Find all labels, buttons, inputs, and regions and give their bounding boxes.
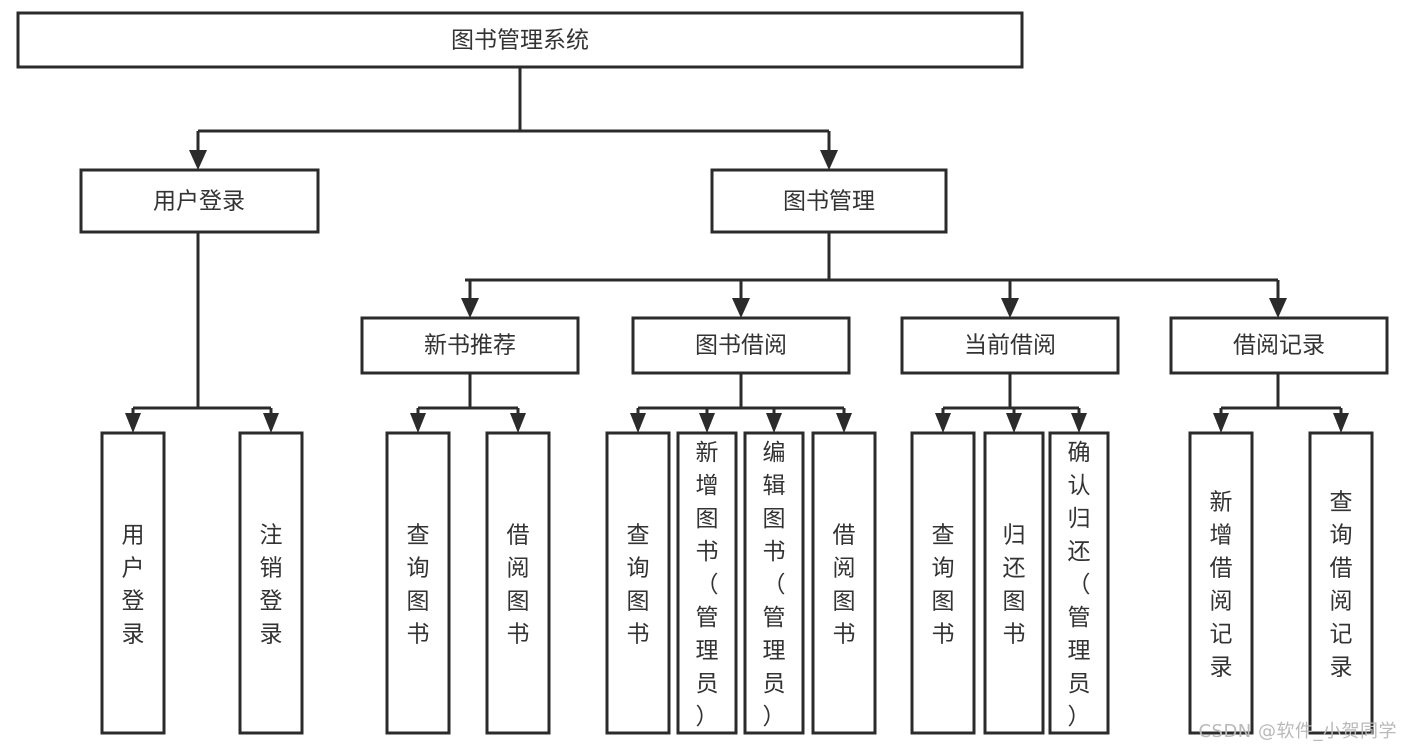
node-leaf-add-book-admin-box[interactable]: [676, 431, 738, 735]
node-leaf-borrow-book-recommend-label: 借阅图书: [507, 523, 530, 648]
node-book-borrow[interactable]: 图书借阅: [631, 316, 851, 375]
node-leaf-user-logout-label: 注销登录: [260, 523, 283, 648]
node-leaf-user-logout[interactable]: 注销登录: [238, 431, 304, 735]
connector-layer: [125, 67, 1349, 433]
arrow-head-icon-leaf-edit-book-admin: [766, 413, 782, 433]
arrow-head-icon-user-login: [189, 150, 207, 170]
node-borrow-record[interactable]: 借阅记录: [1169, 316, 1389, 375]
node-leaf-query-borrow-record[interactable]: 查询借阅记录: [1308, 431, 1374, 735]
node-leaf-query-book-current-box[interactable]: [910, 431, 976, 735]
node-leaf-edit-book-admin-label: 编辑图书（管理员）: [763, 440, 786, 730]
node-leaf-add-book-admin[interactable]: 新增图书（管理员）: [676, 431, 738, 735]
arrow-head-icon-current-borrow: [1001, 298, 1019, 318]
node-new-book-recommend[interactable]: 新书推荐: [360, 316, 580, 375]
node-book-management[interactable]: 图书管理: [710, 168, 948, 234]
node-leaf-add-book-admin-label: 新增图书（管理员）: [696, 440, 719, 730]
node-user-login-label: 用户登录: [153, 189, 245, 215]
node-leaf-confirm-return-admin-box[interactable]: [1048, 431, 1110, 735]
node-book-borrow-label: 图书借阅: [695, 333, 787, 359]
node-leaf-user-login-box[interactable]: [100, 431, 166, 735]
arrow-head-icon-leaf-return-book: [1006, 413, 1022, 433]
node-book-management-label: 图书管理: [783, 189, 875, 215]
node-leaf-query-book-current-label: 查询图书: [932, 523, 955, 648]
node-new-book-recommend-box[interactable]: [360, 316, 580, 375]
arrow-head-icon-leaf-user-logout: [263, 413, 279, 433]
node-leaf-query-book-current[interactable]: 查询图书: [910, 431, 976, 735]
arrow-head-icon-leaf-borrow-book-recommend: [510, 413, 526, 433]
arrow-head-icon-borrow-record: [1269, 298, 1287, 318]
node-leaf-borrow-book-recommend-box[interactable]: [485, 431, 551, 735]
node-root-box[interactable]: [16, 11, 1024, 69]
node-leaf-query-book-recommend-label: 查询图书: [407, 523, 430, 648]
node-leaf-edit-book-admin-box[interactable]: [743, 431, 805, 735]
node-book-management-box[interactable]: [710, 168, 948, 234]
arrow-head-icon-leaf-confirm-return-admin: [1071, 413, 1087, 433]
arrow-head-icon-leaf-query-book-current: [935, 413, 951, 433]
node-root-label: 图书管理系统: [451, 28, 589, 54]
csdn-watermark: CSDN @软件_小贺同学: [1198, 721, 1397, 742]
node-leaf-query-book-borrow-label: 查询图书: [627, 523, 650, 648]
node-borrow-record-label: 借阅记录: [1233, 333, 1325, 359]
arrow-head-icon-leaf-query-book-recommend: [410, 413, 426, 433]
node-leaf-user-login-label: 用户登录: [122, 523, 145, 648]
node-leaf-return-book-box[interactable]: [983, 431, 1045, 735]
node-leaf-edit-book-admin[interactable]: 编辑图书（管理员）: [743, 431, 805, 735]
node-user-login[interactable]: 用户登录: [79, 168, 320, 234]
node-leaf-query-book-borrow-box[interactable]: [605, 431, 671, 735]
arrow-head-icon-book-management: [820, 150, 838, 170]
node-leaf-add-borrow-record-box[interactable]: [1188, 431, 1254, 735]
node-leaf-borrow-book-recommend[interactable]: 借阅图书: [485, 431, 551, 735]
arrow-head-icon-leaf-add-book-admin: [699, 413, 715, 433]
node-leaf-user-login[interactable]: 用户登录: [100, 431, 166, 735]
node-borrow-record-box[interactable]: [1169, 316, 1389, 375]
arrow-head-icon-leaf-add-borrow-record: [1213, 413, 1229, 433]
leaf-node-layer: 用户登录 注销登录 查询图书 借阅图书 查询图书 新增图书（管理员） 编辑图书（管理员） 借阅…: [100, 431, 1374, 735]
node-leaf-query-borrow-record-box[interactable]: [1308, 431, 1374, 735]
node-leaf-borrow-book-label: 借阅图书: [833, 523, 856, 648]
node-root[interactable]: 图书管理系统: [16, 11, 1024, 69]
node-leaf-confirm-return-admin-label: 确认归还（管理员）: [1068, 440, 1091, 730]
node-leaf-query-book-borrow[interactable]: 查询图书: [605, 431, 671, 735]
node-current-borrow[interactable]: 当前借阅: [900, 316, 1120, 375]
node-leaf-borrow-book[interactable]: 借阅图书: [811, 431, 877, 735]
node-book-borrow-box[interactable]: [631, 316, 851, 375]
node-leaf-borrow-book-box[interactable]: [811, 431, 877, 735]
node-new-book-recommend-label: 新书推荐: [424, 333, 516, 359]
node-leaf-query-borrow-record-label: 查询借阅记录: [1330, 490, 1353, 681]
arrow-head-icon-leaf-query-borrow-record: [1333, 413, 1349, 433]
arrow-head-icon-book-borrow: [732, 298, 750, 318]
node-leaf-return-book-label: 归还图书: [1003, 523, 1026, 648]
node-leaf-add-borrow-record[interactable]: 新增借阅记录: [1188, 431, 1254, 735]
node-current-borrow-label: 当前借阅: [964, 333, 1056, 359]
arrow-head-icon-leaf-query-book-borrow: [630, 413, 646, 433]
node-user-login-box[interactable]: [79, 168, 320, 234]
arrow-head-icon-leaf-borrow-book: [836, 413, 852, 433]
node-leaf-add-borrow-record-label: 新增借阅记录: [1210, 490, 1233, 681]
arrow-head-icon-leaf-user-login: [125, 413, 141, 433]
node-leaf-confirm-return-admin[interactable]: 确认归还（管理员）: [1048, 431, 1110, 735]
node-leaf-query-book-recommend[interactable]: 查询图书: [385, 431, 451, 735]
node-leaf-return-book[interactable]: 归还图书: [983, 431, 1045, 735]
node-leaf-query-book-recommend-box[interactable]: [385, 431, 451, 735]
arrow-head-icon-new-book-recommend: [461, 298, 479, 318]
node-current-borrow-box[interactable]: [900, 316, 1120, 375]
node-leaf-user-logout-box[interactable]: [238, 431, 304, 735]
